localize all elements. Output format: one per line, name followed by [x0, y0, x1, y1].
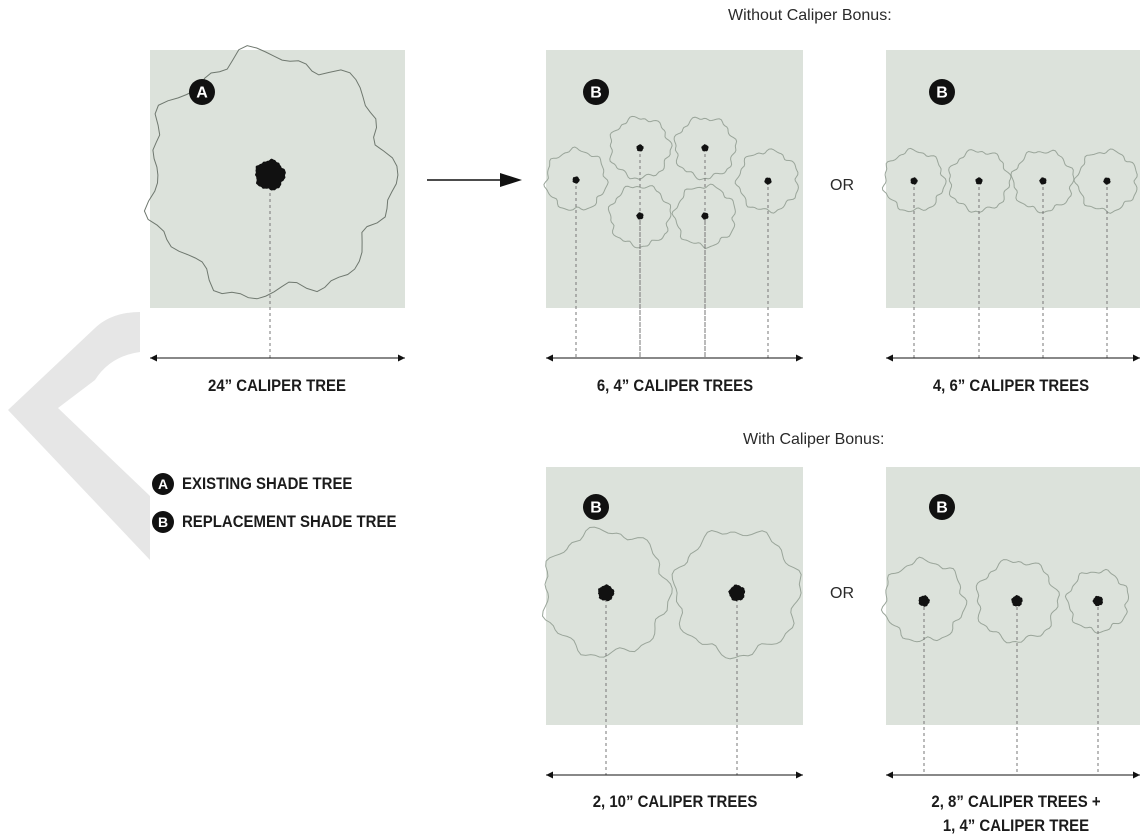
tree-canopy-7 — [881, 147, 947, 213]
or-label-bottom: OR — [830, 585, 854, 602]
legend-badge-b: B — [152, 511, 174, 533]
caption-two-ten: 2, 10” CALIPER TREES — [592, 792, 758, 811]
decorative-chevron — [8, 312, 150, 560]
caption-six-four: 6, 4” CALIPER TREES — [596, 376, 754, 395]
tree-canopy-12 — [671, 529, 802, 660]
section-with-bonus: With Caliper Bonus: — [743, 431, 885, 448]
dimension-six-four-arrow-left — [546, 354, 553, 362]
panel-badge-circle — [189, 79, 215, 105]
panel-badge-circle — [929, 494, 955, 520]
dimension-existing-arrow-right — [398, 354, 405, 362]
dimension-existing — [150, 354, 405, 362]
tree-trunk-11 — [598, 584, 615, 602]
dimension-mixed-arrow-left — [886, 771, 893, 779]
caption-mixed-line2: 1, 4” CALIPER TREE — [942, 816, 1090, 835]
tree-canopy-13 — [880, 556, 968, 643]
tree-trunk-7 — [910, 177, 918, 185]
panel-badge-circle — [583, 79, 609, 105]
tree-trunk-12 — [728, 584, 746, 602]
tree-trunk-3 — [701, 144, 709, 152]
tree-canopy-10 — [1073, 148, 1138, 214]
dimension-two-ten — [546, 771, 803, 779]
caption-existing: 24” CALIPER TREE — [208, 376, 346, 395]
dimension-six-four — [546, 354, 803, 362]
dimension-mixed — [886, 771, 1140, 779]
tree-canopy-4 — [607, 185, 672, 249]
panel-badge-circle — [583, 494, 609, 520]
tree-trunk-5 — [701, 212, 709, 220]
tree-trunk-6 — [764, 177, 772, 185]
trunk-drop-lines — [269, 148, 1108, 775]
caption-mixed-line1: 2, 8” CALIPER TREES + — [931, 792, 1101, 811]
tree-canopy-9 — [1010, 149, 1075, 214]
panel-badge-four-six: B — [929, 79, 955, 105]
tree-canopy-5 — [671, 183, 736, 249]
tree-trunk-1 — [572, 176, 580, 184]
tree-canopy-15 — [1064, 568, 1130, 634]
panel-badge-two-ten: B — [583, 494, 609, 520]
tree-trunks — [255, 144, 1111, 607]
tree-trunk-8 — [975, 177, 983, 185]
tree-canopies — [143, 45, 1138, 660]
panel-badge-six-four: B — [583, 79, 609, 105]
tree-trunk-10 — [1103, 177, 1111, 185]
tree-canopy-2 — [609, 115, 673, 180]
panel-badge-letter: B — [936, 85, 948, 102]
dimension-four-six-arrow-right — [1133, 354, 1140, 362]
tree-canopy-3 — [673, 116, 738, 181]
dimension-four-six-arrow-left — [886, 354, 893, 362]
panel-badge-letter: B — [590, 500, 602, 517]
tree-canopy-11 — [541, 526, 673, 658]
tree-trunk-13 — [918, 595, 930, 607]
tree-canopy-6 — [734, 148, 799, 214]
legend-label-existing: EXISTING SHADE TREE — [182, 474, 353, 493]
tree-canopy-0 — [143, 45, 399, 300]
dimension-mixed-arrow-right — [1133, 771, 1140, 779]
caption-four-six: 4, 6” CALIPER TREES — [932, 376, 1090, 395]
tree-trunk-15 — [1092, 595, 1103, 607]
section-without-bonus: Without Caliper Bonus: — [728, 7, 892, 24]
tree-trunk-14 — [1011, 595, 1023, 607]
dimension-lines — [150, 354, 1140, 779]
dimension-two-ten-arrow-right — [796, 771, 803, 779]
legend-label-replacement: REPLACEMENT SHADE TREE — [182, 512, 397, 531]
tree-trunk-0 — [255, 158, 286, 191]
panel-badges: A B B B B — [189, 79, 955, 520]
tree-trunk-9 — [1039, 177, 1047, 185]
replacement-arrow — [427, 173, 522, 187]
legend-item-replacement: B REPLACEMENT SHADE TREE — [152, 511, 426, 533]
panel-badge-existing: A — [189, 79, 215, 105]
panel-badge-letter: A — [196, 85, 208, 102]
or-label-top: OR — [830, 177, 854, 194]
tree-canopy-1 — [543, 146, 609, 211]
panel-badge-letter: B — [936, 500, 948, 517]
dimension-two-ten-arrow-left — [546, 771, 553, 779]
tree-canopy-14 — [975, 559, 1060, 644]
panel-badge-letter: B — [590, 85, 602, 102]
panel-badge-circle — [929, 79, 955, 105]
dimension-six-four-arrow-right — [796, 354, 803, 362]
tree-trunk-4 — [636, 212, 644, 220]
tree-canopy-8 — [948, 149, 1012, 213]
panel-badge-mixed: B — [929, 494, 955, 520]
dimension-existing-arrow-left — [150, 354, 157, 362]
legend-badge-a: A — [152, 473, 174, 495]
dimension-four-six — [886, 354, 1140, 362]
legend-item-existing: A EXISTING SHADE TREE — [152, 473, 376, 495]
tree-trunk-2 — [636, 144, 644, 152]
